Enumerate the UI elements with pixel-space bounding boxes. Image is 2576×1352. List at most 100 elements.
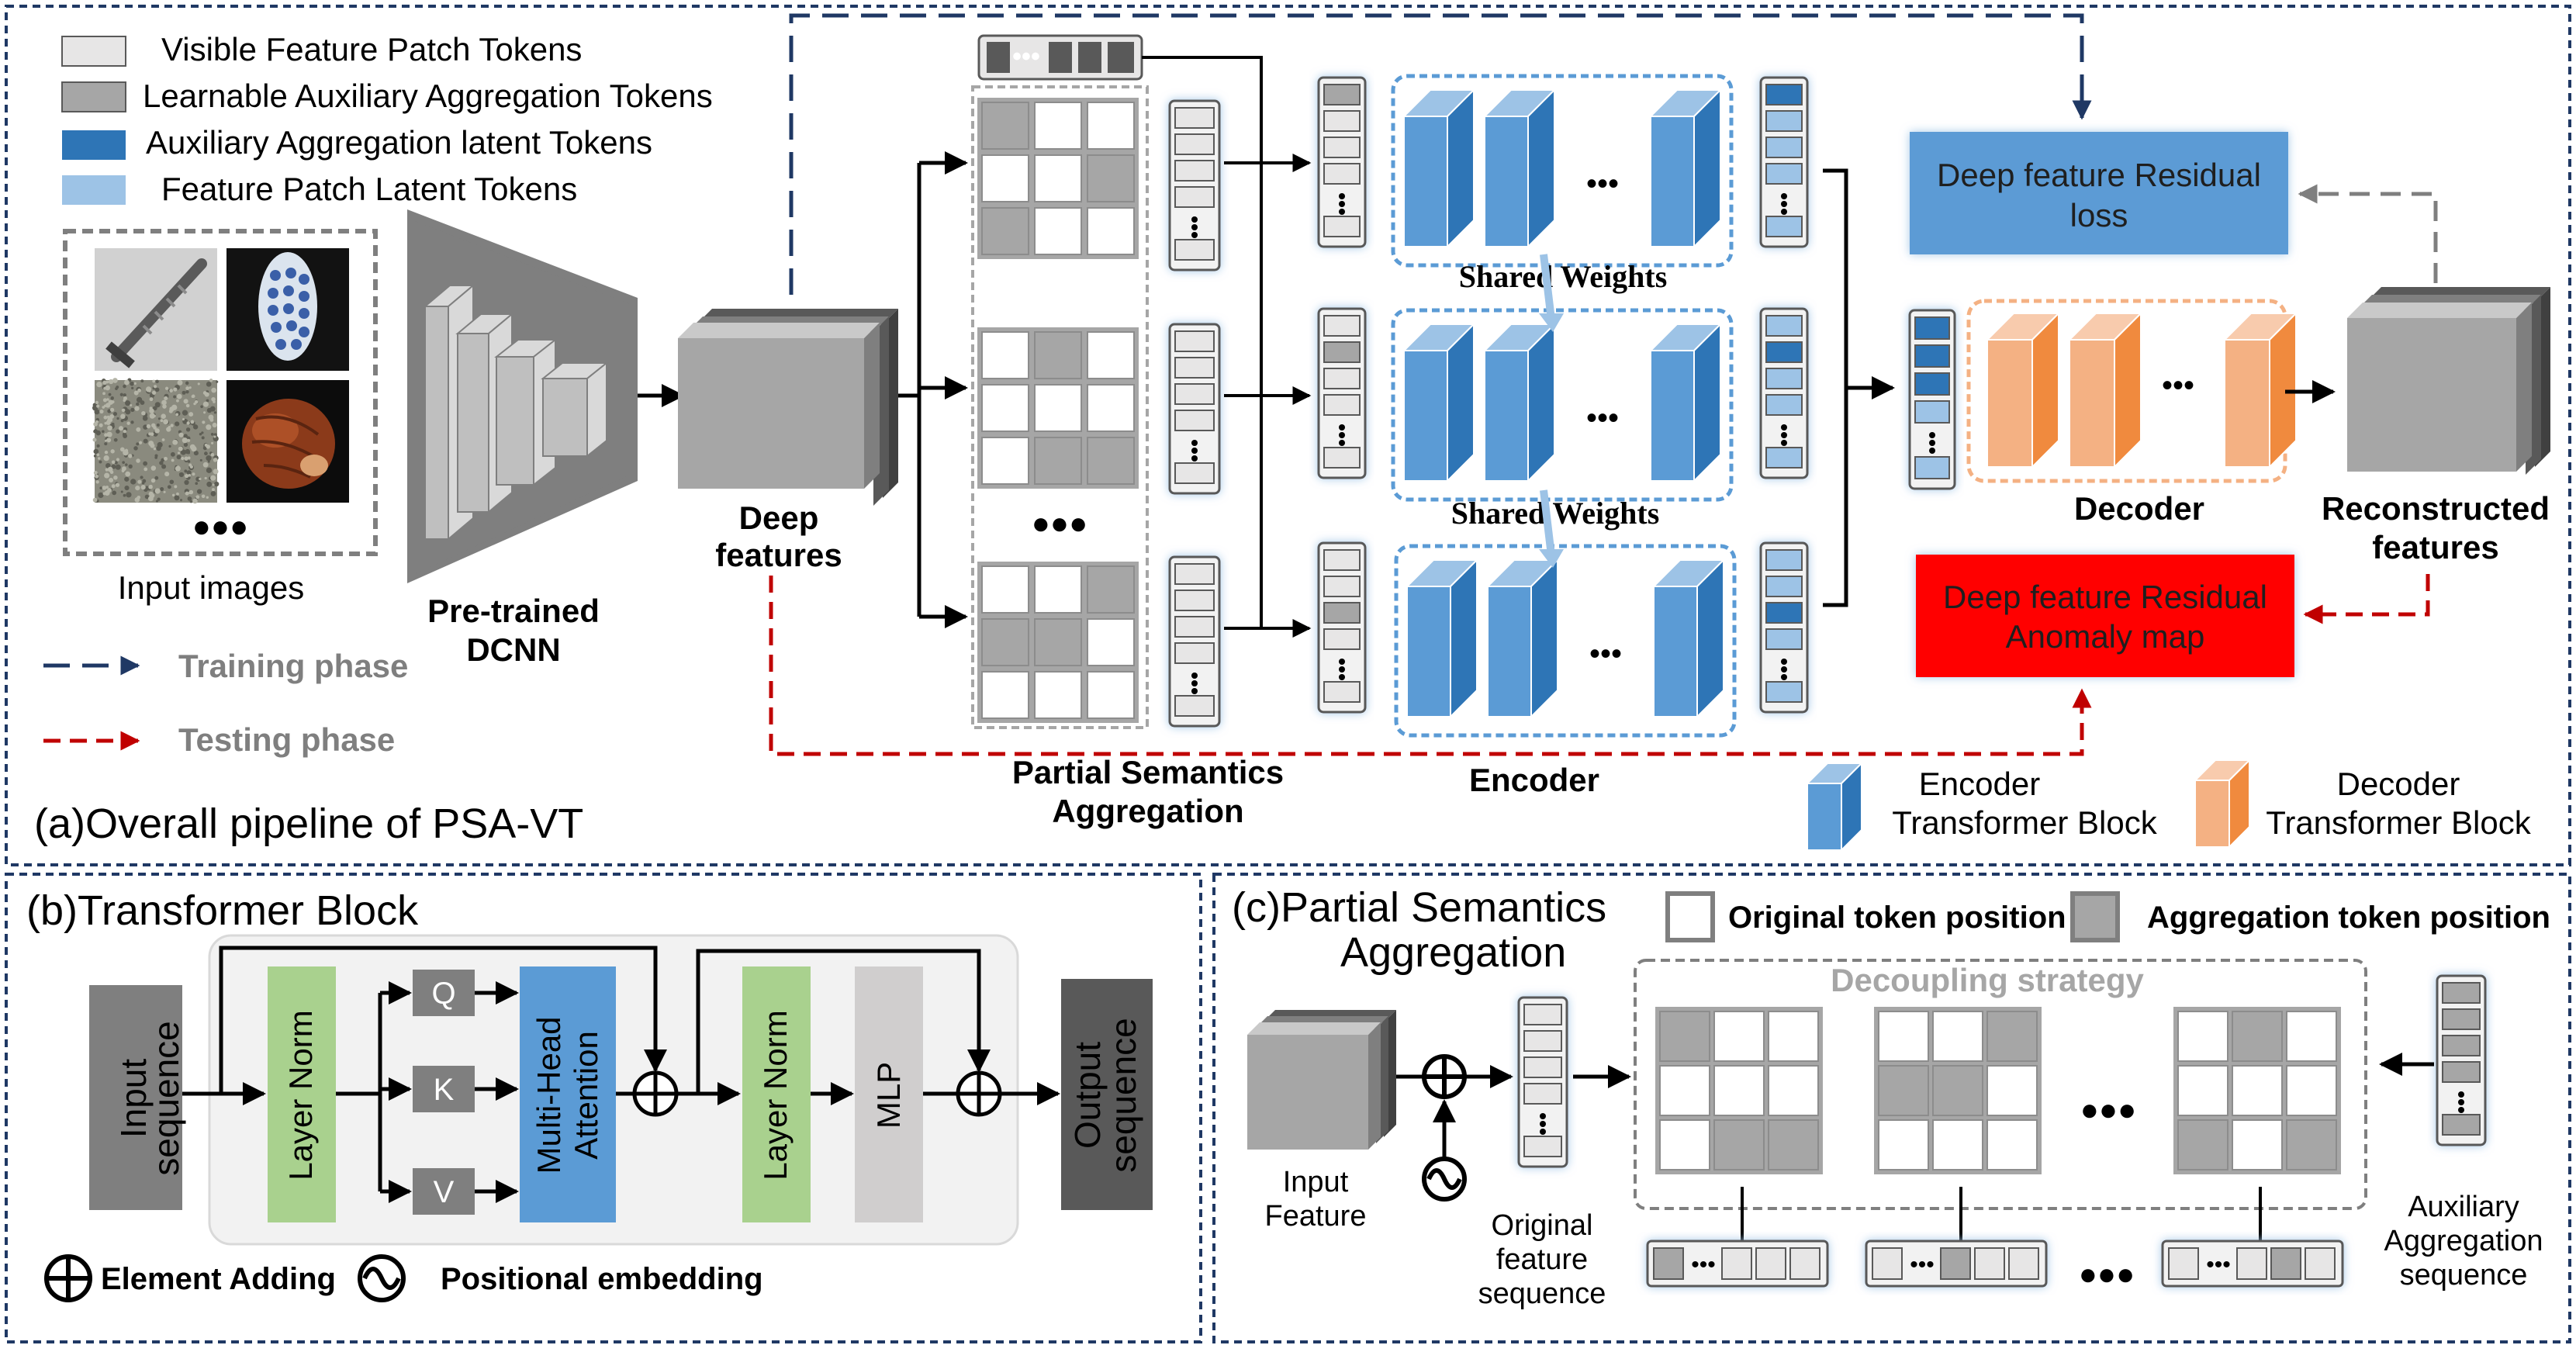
legend-aux-latent-label: Auxiliary Aggregation latent Tokens (146, 124, 652, 161)
reconstructed-line2: features (2372, 529, 2498, 565)
layer-norm-1 (268, 966, 336, 1222)
residual-loss-box: Deep feature Residual loss (1910, 132, 2288, 254)
input-feature-line1: Input (1283, 1166, 1349, 1198)
texture-image (92, 378, 220, 504)
v-box (413, 1168, 475, 1215)
layer-norm-1-label: Layer Norm (282, 1010, 319, 1180)
input-seq-line1: Input (113, 1059, 154, 1139)
reconstructed-line1: Reconstructed (2322, 490, 2550, 527)
panel-c-title-line2: Aggregation (1340, 929, 1566, 976)
decoder-label: Decoder (2074, 490, 2204, 527)
panel-c-frame (1212, 873, 2571, 1343)
dcnn-label-line1: Pre-trained (427, 593, 600, 629)
svg-text:•••: ••• (1910, 1252, 1935, 1278)
input-seq-line2: sequence (146, 1021, 186, 1176)
partial-semantics-aggregation: ●●● Partial Semantics Aggregation (971, 85, 1284, 829)
mlp-box (855, 966, 923, 1222)
aggregation-grid-2 (977, 327, 1139, 489)
aggregated-sequences: ••••••••• (1646, 1240, 2344, 1288)
encoder-row-1: ••• (1391, 74, 1734, 268)
aux-token-bar-top: ••• (977, 34, 1143, 81)
output-sequence-box (1061, 979, 1153, 1210)
panel-c-legend: Original token position Aggregation toke… (1665, 891, 2550, 942)
legend-patch-latent-label: Feature Patch Latent Tokens (161, 171, 577, 207)
decoupling-label: Decoupling strategy (1831, 962, 2144, 998)
loss-line2: loss (2070, 197, 2128, 233)
legend: Visible Feature Patch Tokens Learnable A… (61, 31, 713, 207)
shared-weights-2: Shared Weights (1451, 496, 1660, 531)
adder-1 (632, 1070, 679, 1117)
input-sequence-box (89, 985, 182, 1210)
legend-visible-swatch (61, 36, 126, 67)
legend-aux-swatch (61, 81, 126, 112)
pos-embed-c (1422, 1157, 1467, 1202)
block-legend: Encoder Transformer Block Decoder Transf… (1805, 758, 2532, 852)
deep-features-line1: Deep (739, 500, 819, 536)
aggregation-grid-1 (977, 98, 1139, 259)
svg-text:•••: ••• (1586, 401, 1619, 435)
v-label: V (434, 1175, 455, 1209)
legend-aux-label: Learnable Auxiliary Aggregation Tokens (143, 78, 713, 114)
toothbrush-image (226, 248, 349, 371)
input-feature-line2: Feature (1265, 1200, 1367, 1233)
psa-label-line2: Aggregation (1052, 793, 1243, 829)
output-seq-line2: sequence (1103, 1018, 1143, 1173)
anomaly-map-box: Deep feature Residual Anomaly map (1916, 555, 2294, 677)
panel-b-title: (b)Transformer Block (26, 887, 419, 934)
psa-label-line1: Partial Semantics (1012, 754, 1284, 790)
training-phase-label: Training phase (178, 648, 408, 684)
decoupling-dots: ●●● (2080, 1093, 2136, 1127)
encoder-label: Encoder (1469, 762, 1599, 798)
dec-block-line2: Transformer Block (2266, 804, 2532, 841)
merge-arrows (1823, 168, 1895, 607)
screw-image (95, 248, 217, 371)
layer-norm-2 (742, 966, 811, 1222)
decoder-dots: ••• (2162, 368, 2194, 403)
mha-line2: Attention (568, 1031, 604, 1160)
enc-block-line1: Encoder (1919, 766, 2040, 802)
testing-phase-label: Testing phase (178, 721, 395, 758)
mha-line1: Multi-Head (531, 1016, 567, 1174)
panel-a-title: (a)Overall pipeline of PSA-VT (34, 800, 583, 847)
adder-2 (956, 1070, 1002, 1117)
phase-legend: Training phase Testing phase (43, 648, 408, 758)
recon-to-map-arrow (2303, 574, 2430, 624)
encoder-row-3: ••• (1394, 544, 1737, 738)
legend-patch-latent-swatch (62, 175, 126, 205)
aux-seq-line1: Auxiliary (2408, 1191, 2519, 1223)
input-images-frame (63, 229, 378, 556)
branch-arrows (898, 151, 968, 628)
positional-embedding-label: Positional embedding (441, 1262, 763, 1296)
deep-features-line2: features (715, 537, 842, 573)
panel-b-frame (5, 873, 1202, 1343)
legend-visible-label: Visible Feature Patch Tokens (161, 31, 582, 67)
bottom-dots: ●●● (2079, 1257, 2135, 1291)
mha-box (520, 966, 616, 1222)
psa-dots: ●●● (1032, 507, 1087, 541)
panel-a-frame (5, 5, 2571, 866)
panel-b-legend: Element Adding Positional embedding (44, 1254, 763, 1302)
testing-path (769, 576, 2092, 756)
input-feature-cube: Input Feature (1247, 1010, 1396, 1233)
legend-aux-latent-swatch (62, 130, 126, 160)
output-seq-line1: Output (1067, 1042, 1108, 1149)
transformer-block: Input sequence Layer Norm Q K V Multi-He… (89, 934, 1153, 1246)
reconstructed-features-cube: Reconstructed features (2322, 287, 2550, 565)
pretrained-dcnn: Pre-trained DCNN (407, 209, 638, 668)
k-label: K (434, 1073, 455, 1107)
latent-token-sequences (1759, 76, 1809, 714)
decoupling-strategy: Decoupling strategy ●●● (1634, 959, 2367, 1210)
input-images: ●●● Input images (63, 229, 378, 606)
element-adding-label: Element Adding (101, 1262, 336, 1296)
svg-text:•••: ••• (1589, 637, 1622, 671)
aggregation-pos-label: Aggregation token position (2147, 901, 2550, 935)
deep-features-cube: Deep features (678, 309, 898, 573)
combined-token-sequences (1317, 76, 1367, 714)
original-pos-label: Original token position (1728, 901, 2066, 935)
auxiliary-aggregation-sequence (2436, 974, 2487, 1146)
encoder-row-2: ••• (1391, 308, 1734, 502)
layer-norm-2-label: Layer Norm (757, 1010, 794, 1180)
orig-seq-line3: sequence (1478, 1278, 1606, 1310)
input-images-label: Input images (118, 569, 304, 606)
